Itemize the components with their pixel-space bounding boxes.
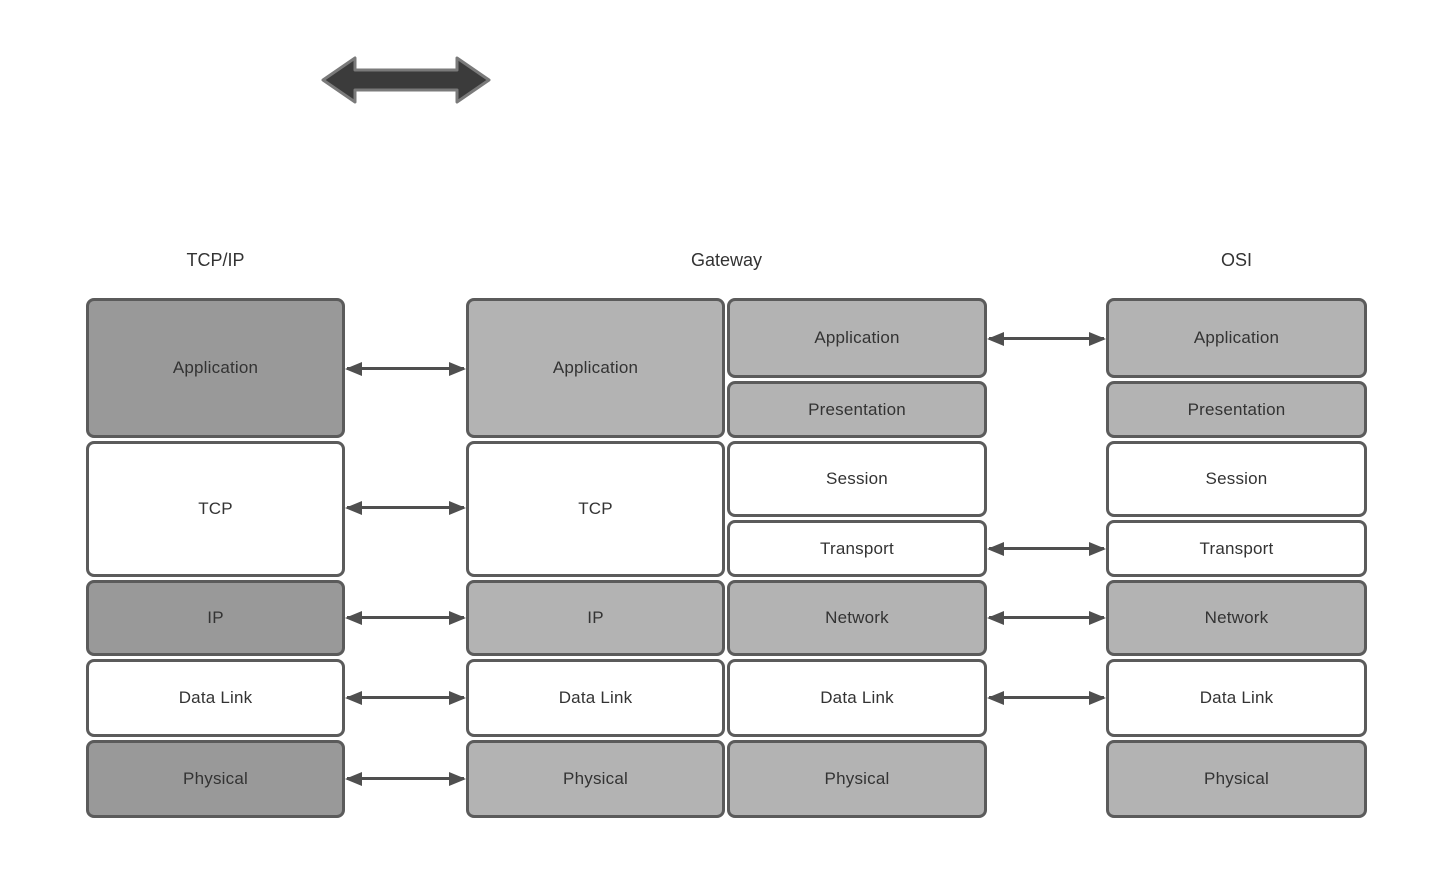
layer-gateway-osi-network: Network bbox=[727, 580, 987, 656]
layer-label: Transport bbox=[820, 538, 894, 558]
layer-gateway-osi-data-link: Data Link bbox=[727, 659, 987, 737]
stack-gateway-left: Application TCP IP Data Link Physical bbox=[466, 0, 725, 880]
layer-label: Data Link bbox=[178, 688, 253, 707]
arrow-tcpip-gateway-application-icon bbox=[347, 367, 464, 370]
layer-gateway-osi-presentation: Presentation bbox=[727, 381, 987, 438]
arrow-tcpip-gateway-physical-icon bbox=[347, 777, 464, 780]
layer-label: Application bbox=[172, 358, 259, 377]
layer-label: Application bbox=[814, 328, 900, 347]
layer-label: Application bbox=[1193, 328, 1280, 347]
layer-osi-transport: Transport bbox=[1106, 520, 1367, 577]
layer-gateway-tcp: TCP bbox=[466, 441, 725, 577]
layer-label: Data Link bbox=[820, 688, 894, 707]
double-headed-arrow-icon bbox=[321, 56, 491, 104]
layer-label: IP bbox=[587, 608, 604, 627]
layer-osi-application: Application bbox=[1106, 298, 1367, 378]
layer-label: Data Link bbox=[558, 688, 633, 707]
layer-tcpip-data-link: Data Link bbox=[86, 659, 345, 737]
layer-label: TCP bbox=[198, 499, 233, 518]
layer-label: Network bbox=[1204, 608, 1269, 627]
layer-tcpip-ip: IP bbox=[86, 580, 345, 656]
layer-tcpip-application: Application bbox=[86, 298, 345, 438]
arrow-gateway-osi-application-icon bbox=[989, 337, 1104, 340]
layer-gateway-osi-transport: Transport bbox=[727, 520, 987, 577]
layer-label: Network bbox=[825, 608, 889, 627]
layer-gateway-data-link: Data Link bbox=[466, 659, 725, 737]
layer-gateway-application: Application bbox=[466, 298, 725, 438]
layer-gateway-osi-application: Application bbox=[727, 298, 987, 378]
arrow-tcpip-gateway-tcp-icon bbox=[347, 506, 464, 509]
stack-osi: Application Presentation Session Transpo… bbox=[1106, 0, 1367, 880]
layer-tcpip-tcp: TCP bbox=[86, 441, 345, 577]
layer-label: TCP bbox=[578, 499, 613, 518]
column-title-osi: OSI bbox=[1220, 250, 1252, 270]
arrow-tcpip-gateway-data-link-icon bbox=[347, 696, 464, 699]
layer-label: Physical bbox=[1204, 769, 1269, 788]
layer-label: IP bbox=[207, 608, 224, 627]
layer-gateway-osi-session: Session bbox=[727, 441, 987, 517]
layer-label: Physical bbox=[563, 769, 628, 788]
stack-tcpip: Application TCP IP Data Link Physical bbox=[86, 0, 345, 880]
layer-osi-data-link: Data Link bbox=[1106, 659, 1367, 737]
column-title-gateway: Gateway bbox=[690, 250, 763, 270]
layer-label: Transport bbox=[1199, 538, 1274, 558]
arrow-tcpip-gateway-ip-icon bbox=[347, 616, 464, 619]
layer-label: Physical bbox=[824, 769, 890, 788]
layer-tcpip-physical: Physical bbox=[86, 740, 345, 818]
layer-label: Session bbox=[1205, 469, 1268, 488]
layer-osi-network: Network bbox=[1106, 580, 1367, 656]
arrow-gateway-osi-data-link-icon bbox=[989, 696, 1104, 699]
layer-label: Presentation bbox=[808, 399, 906, 419]
column-title-tcpip: TCP/IP bbox=[186, 250, 245, 270]
stack-gateway-right: Application Presentation Session Transpo… bbox=[727, 0, 987, 880]
layer-osi-session: Session bbox=[1106, 441, 1367, 517]
layer-label: Session bbox=[826, 469, 888, 488]
layer-gateway-osi-physical: Physical bbox=[727, 740, 987, 818]
layer-osi-presentation: Presentation bbox=[1106, 381, 1367, 438]
layer-label: Application bbox=[552, 358, 639, 377]
layer-label: Data Link bbox=[1199, 688, 1274, 707]
layer-gateway-ip: IP bbox=[466, 580, 725, 656]
arrow-gateway-osi-network-icon bbox=[989, 616, 1104, 619]
layer-gateway-physical: Physical bbox=[466, 740, 725, 818]
layer-osi-physical: Physical bbox=[1106, 740, 1367, 818]
layer-label: Presentation bbox=[1187, 399, 1286, 419]
layer-label: Physical bbox=[183, 769, 248, 788]
arrow-gateway-osi-transport-icon bbox=[989, 547, 1104, 550]
